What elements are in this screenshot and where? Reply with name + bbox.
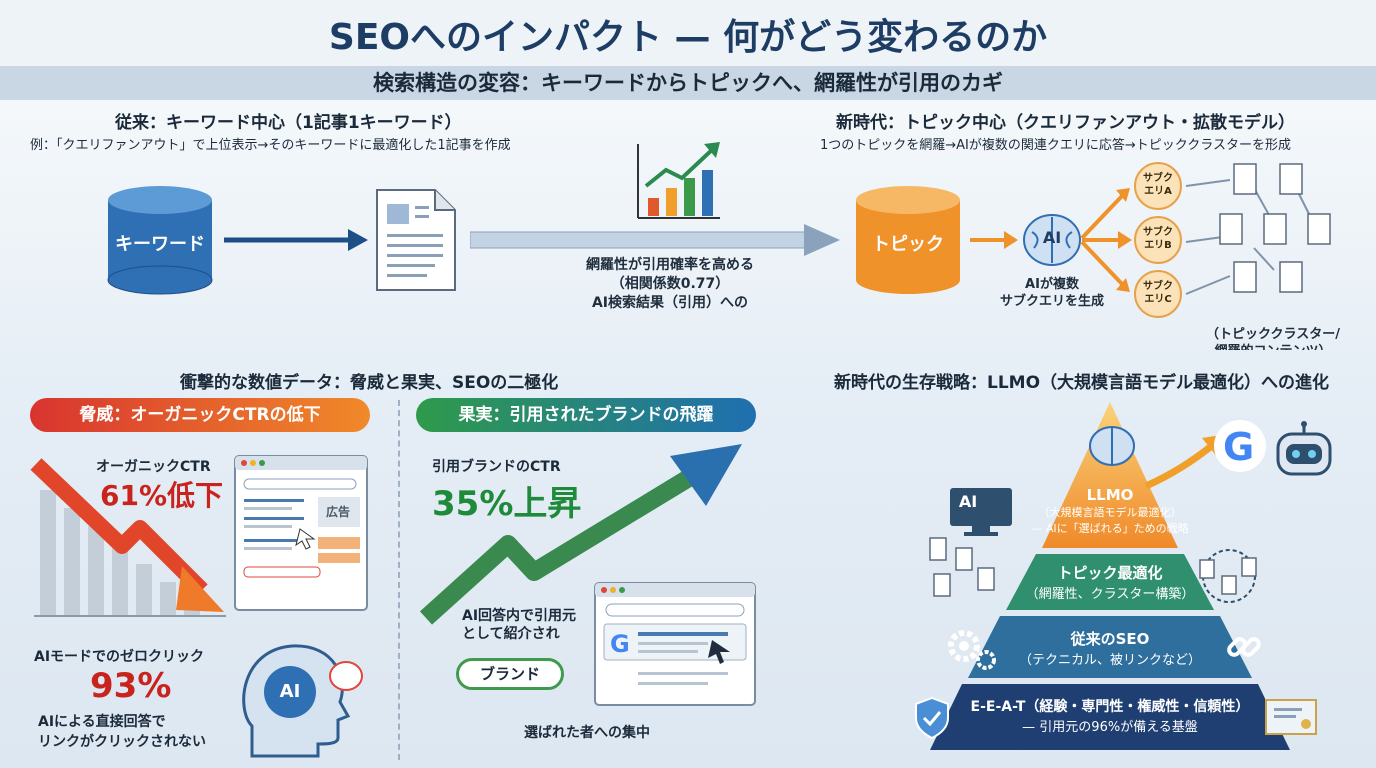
subquery-a-line1: サブク [1143,173,1173,184]
ai-head-icon [242,644,363,758]
pyramid-eeat-sub: — 引用元の96%が備える基盤 [1022,720,1198,735]
pyramid-seo-title: 従来のSEO [1070,630,1150,648]
cite-note-line2: として紹介され [462,626,560,642]
serp-window-icon [234,455,368,611]
divider [398,400,400,760]
svg-text:G: G [1223,425,1254,469]
subquery-a: サブク エリA [1134,162,1182,210]
subquery-a-line2: エリA [1144,186,1172,197]
brain-label: AI [1042,228,1062,247]
pyramid-llmo-sub2: — AIに「選ばれる」ための戦略 [1031,522,1189,535]
threat-pill: 脅威：オーガニックCTRの低下 [30,398,370,432]
pyramid-topic-title: トピック最適化 [1057,564,1163,582]
topic-cylinder-label: トピック [872,234,944,255]
document-cluster-icon [929,537,995,597]
pyramid-llmo-title: LLMO [1086,486,1134,504]
fanout-arrows-icon [1080,188,1132,292]
keyword-cylinder-icon [107,186,213,295]
data-heading: 衝撃的な数値データ：脅威と果実、SEOの二極化 [180,373,559,393]
fruit-pill: 果実：引用されたブランドの飛躍 [416,398,756,432]
cite-note-line1: AI回答内で引用元 [462,608,577,624]
coverage-note-line2: （相関係数0.77） [610,276,730,292]
ai-head-label: AI [279,681,301,702]
robot-icon [1276,421,1332,476]
old-model-example: 例：「クエリファンアウト」で上位表示→そのキーワードに最適化した1記事を作成 [30,138,511,153]
gear-icon [948,630,996,670]
pyramid-eeat-title: E-E-A-T（経験・専門性・権威性・信頼性） [970,699,1250,715]
shield-check-icon [915,696,949,740]
subquery-c-line2: エリC [1144,294,1172,305]
growth-arrow-icon [419,444,742,625]
brand-ctr-value: 35%上昇 [432,484,582,524]
topic-cluster-icon [1185,163,1331,295]
zero-click-note: AIによる直接回答で リンクがクリックされない [38,712,206,752]
pyramid-llmo-sub1: （大規模言語モデル最適化） [1038,506,1182,519]
section-band: 検索構造の変容：キーワードからトピックへ、網羅性が引用のカギ [0,66,1376,100]
new-model-description: 1つのトピックを網羅→AIが複数の関連クエリに応答→トピッククラスターを形成 [820,138,1292,153]
subquery-c-line1: サブク [1143,281,1173,292]
pyramid-seo-text: 従来のSEO （テクニカル、被リンクなど） [1000,628,1220,668]
coverage-note-line3: AI検索結果（引用）への [591,295,749,311]
pyramid-topic-layer [1006,554,1214,610]
zero-click-note-line1: AIによる直接回答で [38,714,166,730]
strategy-heading: 新時代の生存戦略：LLMO（大規模言語モデル最適化）への進化 [834,373,1330,393]
keyword-cylinder-label: キーワード [115,234,205,255]
certificate-icon [1265,699,1317,735]
document-icon [376,189,456,291]
pyramid-topic-text: トピック最適化 （網羅性、クラスター構築） [1010,562,1210,602]
ai-answer-window-icon: G [594,582,756,706]
brand-ctr-label: 引用ブランドのCTR [432,459,561,475]
pyramid-eeat-layer [930,684,1290,750]
pyramid-llmo-layer [1042,402,1178,548]
subquery-b-line1: サブク [1143,227,1173,238]
ai-caption-line2: サブクエリを生成 [999,294,1104,309]
arrow-icon [970,231,1018,249]
organic-ctr-label: オーガニックCTR [96,459,211,475]
new-model-heading: 新時代：トピック中心（クエリファンアウト・拡散モデル） [836,113,1295,133]
ai-monitor-label: AI [958,492,978,511]
ad-label: 広告 [326,505,351,519]
organic-ctr-value: 61%低下 [100,479,224,512]
ai-monitor-icon [950,488,1012,536]
zero-click-value: 93% [90,666,172,706]
brain-icon [1023,214,1081,266]
decline-chart-icon [30,458,226,617]
link-icon [1227,637,1261,657]
llmo-pyramid [930,402,1290,750]
zero-click-label: AIモードでのゼロクリック [34,649,205,665]
page-title: SEOへのインパクト — 何がどう変わるのか [328,17,1048,58]
subquery-b-line2: エリB [1144,240,1172,251]
zero-click-note-line2: リンクがクリックされない [38,734,206,750]
coverage-note-line1: 網羅性が引用確率を高める [586,257,754,273]
google-icon: G [1214,420,1266,472]
coverage-note: 網羅性が引用確率を高める （相関係数0.77） AI検索結果（引用）への [540,256,800,313]
pyramid-seo-layer [968,616,1252,678]
old-model-heading: 従来：キーワード中心（1記事1キーワード） [115,113,462,133]
subquery-c: サブク エリC [1134,270,1182,318]
pyramid-eeat-text: E-E-A-T（経験・専門性・権威性・信頼性） — 引用元の96%が備える基盤 [960,696,1260,735]
ai-caption: AIが複数 サブクエリを生成 [990,276,1114,310]
pyramid-topic-sub: （網羅性、クラスター構築） [1025,587,1195,602]
topic-cylinder-icon [856,186,960,294]
arrow-icon [224,229,368,251]
pyramid-llmo-text: LLMO （大規模言語モデル最適化） — AIに「選ばれる」ための戦略 [1020,486,1200,536]
pyramid-seo-sub: （テクニカル、被リンクなど） [1018,653,1201,668]
cite-note: AI回答内で引用元 として紹介され [462,607,576,643]
growth-chart-icon [637,142,720,219]
brain-icon [1089,426,1135,466]
document-cluster-icon [1199,549,1257,603]
svg-text:G: G [610,630,630,658]
cluster-caption-line1: （トピッククラスター/ [1206,327,1340,342]
focus-note: 選ばれた者への集中 [524,725,650,741]
long-arrow-icon [470,224,840,256]
ai-caption-line1: AIが複数 [1025,277,1079,292]
subquery-b: サブク エリB [1134,216,1182,264]
brand-badge: ブランド [456,658,564,690]
